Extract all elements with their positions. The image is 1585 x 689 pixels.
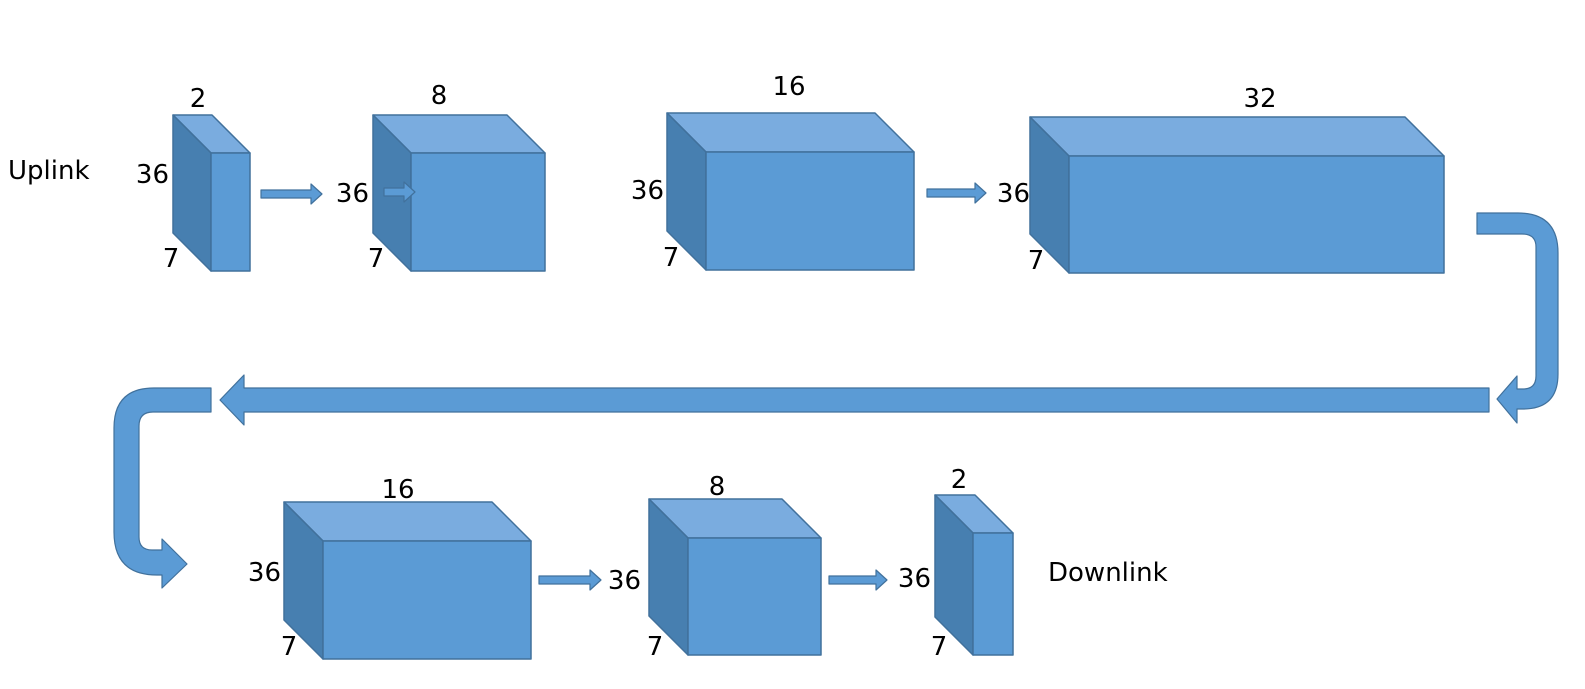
uplink-block-3-width-label: 16 [772,72,805,102]
uplink-block-4: 32 36 7 [997,84,1445,276]
downlink-block-1-depth-label: 7 [281,632,298,662]
uplink-block-3-front-face [705,151,915,271]
arrow-downlink-1-to-2 [538,569,602,591]
uplink-block-1-depth-label: 7 [163,244,180,274]
downlink-block-2-height-label: 36 [608,566,641,596]
downlink-block-1: 16 36 7 [248,475,532,662]
uplink-block-1: 2 36 7 [136,84,251,274]
uplink-block-4-front-face [1068,155,1445,274]
uplink-block-4-height-label: 36 [997,179,1030,209]
return-arrow-left-bend [113,387,212,589]
uplink-block-2-depth-label: 7 [368,244,385,274]
uplink-block-1-front-face [210,152,251,272]
uplink-block-4-width-label: 32 [1243,84,1276,114]
uplink-block-2-height-label: 36 [336,179,369,209]
uplink-block-1-height-label: 36 [136,160,169,190]
downlink-label: Downlink [1048,558,1168,588]
arrow-downlink-2-to-3 [828,569,888,591]
arrow-uplink-3-to-4 [926,182,987,204]
arrow-uplink-1-to-2 [260,183,323,205]
uplink-block-4-depth-label: 7 [1028,246,1045,276]
downlink-block-1-front-face [322,540,532,660]
uplink-block-3-depth-label: 7 [663,243,680,273]
uplink-block-2: 8 36 7 [336,81,546,274]
downlink-block-3-depth-label: 7 [931,632,948,662]
downlink-block-3-width-label: 2 [951,465,968,495]
downlink-block-1-height-label: 36 [248,558,281,588]
return-arrow-right-bend [1476,212,1559,424]
downlink-block-3-front-face [972,532,1014,656]
uplink-block-1-width-label: 2 [190,84,207,114]
return-arrow-long-shaft [219,374,1490,426]
downlink-block-3: 2 36 7 [898,465,1014,662]
downlink-block-2-front-face [687,537,822,656]
uplink-label: Uplink [8,156,90,186]
arrow-uplink-2-to-3 [383,181,416,203]
downlink-block-1-top-face [283,501,532,542]
uplink-block-3: 16 36 7 [631,72,915,273]
uplink-block-2-front-face [410,152,546,272]
uplink-block-4-top-face [1029,116,1445,157]
downlink-block-2-width-label: 8 [709,472,726,502]
downlink-block-3-height-label: 36 [898,564,931,594]
uplink-block-3-height-label: 36 [631,176,664,206]
uplink-block-2-width-label: 8 [431,81,448,111]
downlink-block-2-depth-label: 7 [647,632,664,662]
downlink-block-2: 8 36 7 [608,472,822,662]
uplink-block-3-top-face [666,112,915,153]
downlink-block-1-width-label: 16 [381,475,414,505]
